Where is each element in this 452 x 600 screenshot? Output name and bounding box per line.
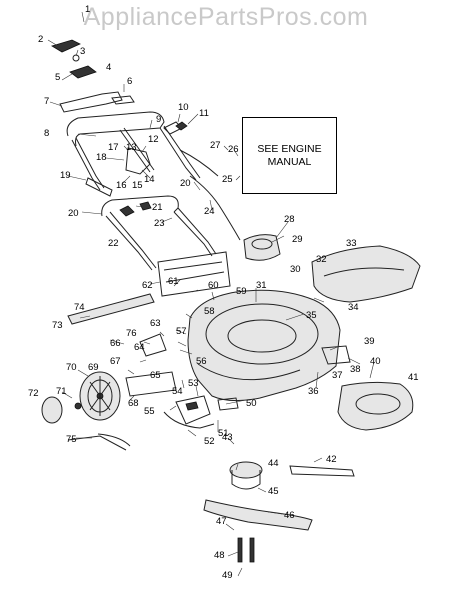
callout-44: 44 [268,458,279,469]
rear-wheel [79,371,121,421]
callout-37: 37 [332,370,343,381]
callout-62: 62 [142,280,153,291]
callout-1: 1 [85,4,90,15]
callout-16: 16 [116,180,127,191]
callout-54: 54 [172,386,183,397]
callout-24: 24 [204,206,215,217]
callout-34: 34 [348,302,359,313]
callout-75: 75 [66,434,77,445]
callout-59: 59 [236,286,247,297]
callout-25: 25 [222,174,233,185]
callout-18: 18 [96,152,107,163]
callout-14: 14 [144,174,155,185]
callout-33: 33 [346,238,357,249]
callout-63: 63 [150,318,161,329]
callout-8: 8 [44,128,49,139]
callout-67: 67 [110,356,121,367]
callout-72: 72 [28,388,39,399]
engine-note-line2: MANUAL [267,155,312,168]
callout-21: 21 [152,202,163,213]
callout-76: 76 [126,328,137,339]
callout-56: 56 [196,356,207,367]
callout-66: 66 [110,338,121,349]
callout-4: 4 [106,62,111,73]
callout-32: 32 [316,254,327,265]
callout-35: 35 [306,310,317,321]
callout-74: 74 [74,302,85,313]
callout-52: 52 [204,436,215,447]
lower-handle [101,195,217,271]
callout-42: 42 [326,454,337,465]
callout-9: 9 [156,114,161,125]
callout-64: 64 [134,342,145,353]
callout-28: 28 [284,214,295,225]
callout-7: 7 [44,96,49,107]
callout-55: 55 [144,406,155,417]
callout-61: 61 [168,276,179,287]
callout-36: 36 [308,386,319,397]
callout-10: 10 [178,102,189,113]
callout-13: 13 [126,142,137,153]
callout-49: 49 [222,570,233,581]
callout-31: 31 [256,280,267,291]
callout-20-top: 20 [180,178,191,189]
callout-2: 2 [38,34,43,45]
callout-29: 29 [292,234,303,245]
callout-11: 11 [199,108,209,119]
callout-47: 47 [216,516,227,527]
callout-45: 45 [268,486,279,497]
callout-19: 19 [60,170,71,181]
watermark: AppliancePartsPros.com [83,3,369,31]
callout-57: 57 [176,326,187,337]
callout-65: 65 [150,370,161,381]
callout-46: 46 [284,510,295,521]
callout-60: 60 [208,280,219,291]
callout-15: 15 [132,180,143,191]
callout-43: 43 [222,432,233,443]
leader-lines [47,11,375,577]
callout-73: 73 [52,320,63,331]
callout-22: 22 [108,238,119,249]
upper-handle [59,91,201,191]
callout-41: 41 [408,372,419,383]
callout-58: 58 [204,306,215,317]
callout-23: 23 [154,218,165,229]
callout-27: 27 [210,140,221,151]
callout-30: 30 [290,264,301,275]
callout-71: 71 [56,386,67,397]
engine-manual-note: SEE ENGINE MANUAL [242,117,337,194]
callout-70: 70 [66,362,77,373]
mower-deck [187,289,341,402]
callout-51: 51 [218,428,229,439]
callout-20-left: 20 [68,208,79,219]
callout-53: 53 [188,378,199,389]
callout-5: 5 [55,72,60,83]
callout-17: 17 [108,142,119,153]
callout-68: 68 [128,398,139,409]
callout-6: 6 [127,76,132,87]
callout-38: 38 [350,364,361,375]
engine-note-line1: SEE ENGINE [257,142,322,155]
callout-50: 50 [246,398,257,409]
callouts: 1 2 3 4 5 6 7 8 9 10 11 12 13 14 15 16 1… [28,4,419,581]
callout-12: 12 [148,134,159,145]
callout-40: 40 [370,356,381,367]
callout-3: 3 [80,46,85,57]
callout-26: 26 [228,144,239,155]
callout-48: 48 [214,550,225,561]
callout-69: 69 [88,362,99,373]
callout-39: 39 [364,336,375,347]
